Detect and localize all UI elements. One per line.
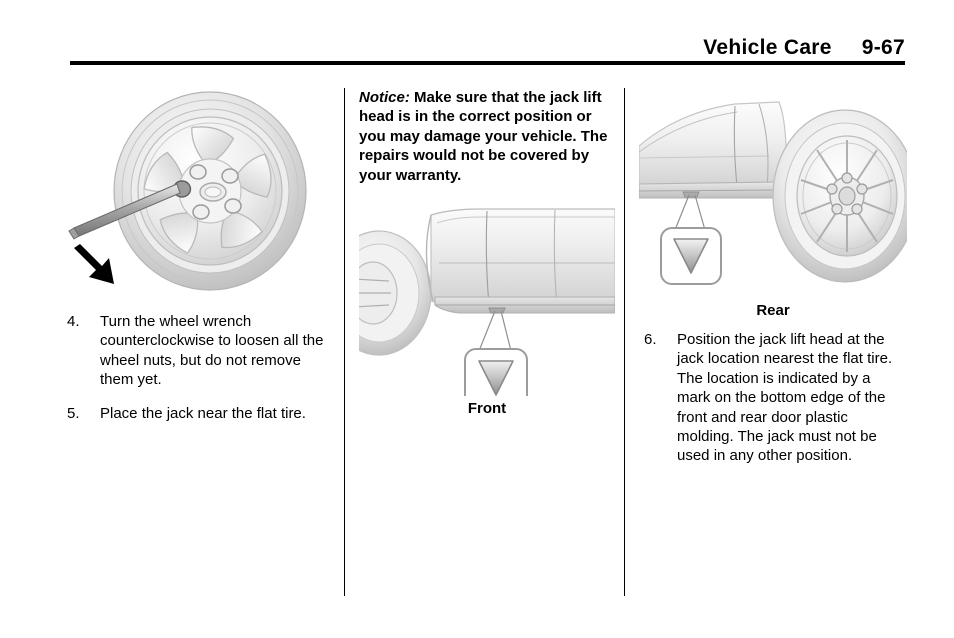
page-number: 9-67: [861, 36, 905, 59]
notice-label: Notice:: [359, 89, 410, 106]
wheel-wrench-illustration: [62, 88, 324, 296]
rear-jack-location-illustration: [639, 88, 907, 296]
right-column: Rear 6. Position the jack lift head at t…: [639, 88, 907, 466]
step-number: 5.: [67, 404, 80, 422]
page-title: Vehicle Care: [703, 36, 832, 59]
front-jack-location-svg: [359, 208, 615, 397]
front-jack-location-illustration: [359, 201, 615, 397]
rear-jack-location-svg: [639, 101, 907, 285]
step-text: Position the jack lift head at the jack …: [677, 331, 893, 465]
page-header: Vehicle Care 9-67: [70, 36, 905, 66]
down-triangle-icon: [478, 360, 514, 396]
step-item: 5. Place the jack near the flat tire.: [62, 404, 324, 423]
vehicle-body-art: [425, 208, 615, 314]
middle-column: Notice: Make sure that the jack lift hea…: [359, 88, 615, 417]
column-divider-left: [344, 88, 345, 596]
front-wheel-art: [359, 230, 432, 356]
wheel-wrench-svg: [68, 91, 307, 291]
notice-text: Make sure that the jack lift head is in …: [359, 89, 608, 184]
right-steps-list: 6. Position the jack lift head at the ja…: [639, 330, 907, 466]
callout-leader-lines: [478, 310, 512, 352]
left-column: 4. Turn the wheel wrench counterclockwis…: [62, 88, 324, 423]
step-number: 6.: [644, 331, 657, 348]
notice-paragraph: Notice: Make sure that the jack lift hea…: [359, 88, 615, 185]
front-figure-caption: Front: [467, 400, 507, 418]
step-text: Turn the wheel wrench counterclockwise t…: [100, 313, 324, 389]
wheel-wrench-tool: [68, 180, 192, 240]
callout-leader-lines: [674, 194, 706, 231]
step-item: 4. Turn the wheel wrench counterclockwis…: [62, 312, 324, 390]
jack-location-callout: [464, 348, 528, 397]
step-text: Place the jack near the flat tire.: [100, 404, 306, 422]
header-rule: [70, 61, 905, 65]
step-item: 6. Position the jack lift head at the ja…: [639, 330, 907, 466]
jack-location-callout: [660, 227, 722, 285]
rear-wheel-art: [772, 109, 907, 283]
left-steps-list: 4. Turn the wheel wrench counterclockwis…: [62, 312, 324, 423]
vehicle-body-art: [639, 101, 787, 199]
rotation-arrow-icon: [74, 244, 114, 284]
rear-figure-caption: Rear: [756, 302, 790, 319]
step-number: 4.: [67, 313, 80, 330]
column-divider-right: [624, 88, 625, 596]
down-triangle-icon: [673, 238, 709, 274]
